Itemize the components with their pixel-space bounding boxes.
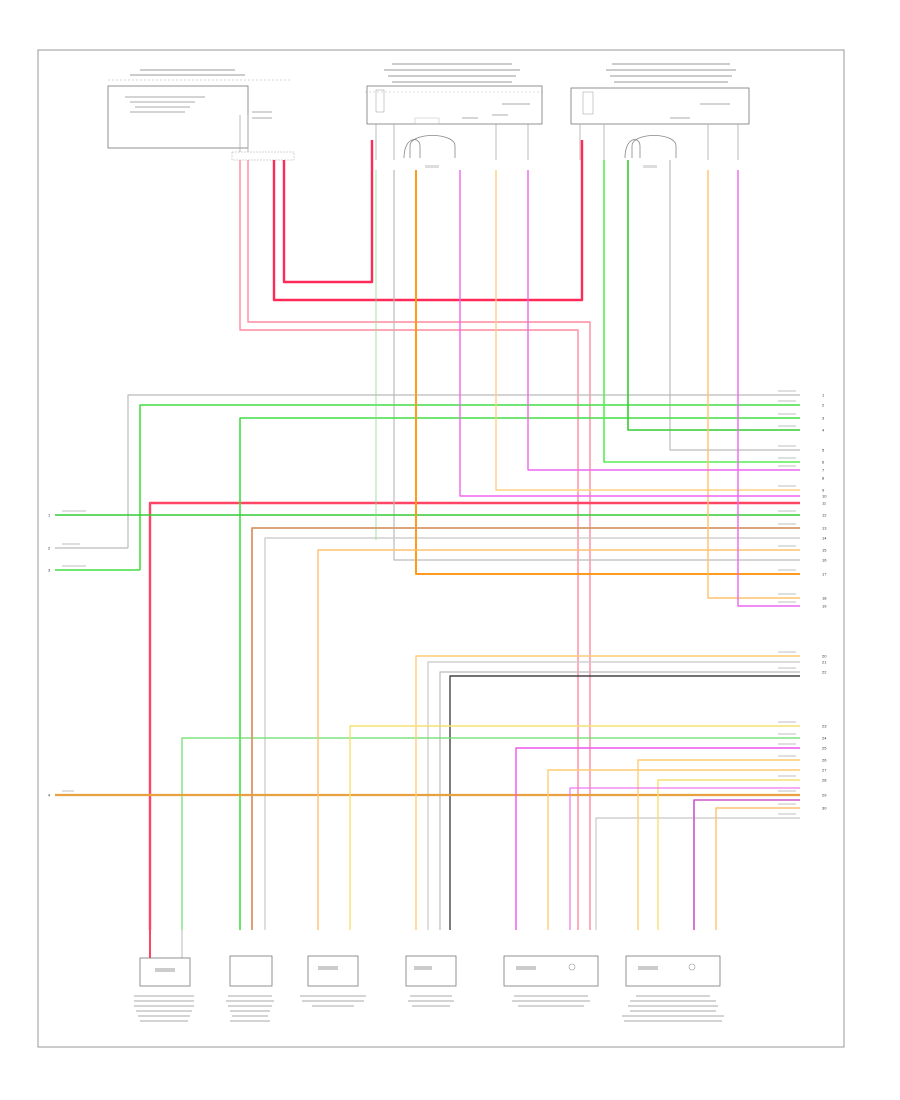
pin-number: 19	[822, 604, 827, 609]
bottom-component-2	[229, 955, 273, 987]
wire-lightorange	[495, 170, 800, 491]
pin-number: 22	[822, 670, 827, 675]
top-center-module	[365, 63, 545, 168]
component-label-3	[300, 995, 366, 1007]
pin-number: 1	[48, 513, 51, 518]
wire-lightorange	[637, 759, 800, 930]
left-wire-tags	[62, 510, 86, 792]
bottom-component-4	[405, 955, 457, 987]
pin-number: 15	[822, 548, 827, 553]
wire-lightorange	[547, 769, 800, 930]
wire-red	[239, 160, 579, 930]
pin-number: 7	[822, 468, 825, 473]
left-pin-numbers: 1 2 3 4	[48, 513, 51, 798]
pin-number: 9	[822, 488, 825, 493]
pin-number: 25	[822, 746, 827, 751]
right-wire-tags	[778, 390, 796, 815]
wire-lightorange	[707, 170, 800, 599]
wire-gray	[127, 394, 800, 548]
pin-number: 16	[822, 558, 827, 563]
pin-number: 2	[822, 403, 825, 408]
wire-magenta	[527, 170, 800, 471]
pin-number: 11	[822, 501, 827, 506]
wire-gray	[439, 671, 800, 930]
wire-red	[282, 140, 374, 284]
component-label-1	[134, 995, 194, 1022]
wire-magenta	[515, 747, 800, 930]
top-left-module	[107, 69, 290, 149]
pin-number: 26	[822, 758, 827, 763]
wire-yellow	[657, 779, 800, 930]
wire-gray	[393, 170, 800, 561]
component-label-2	[226, 995, 274, 1022]
wire-magenta	[459, 170, 800, 497]
pin-number: 24	[822, 736, 827, 741]
pin-number: 10	[822, 494, 827, 499]
wire-orange	[415, 170, 800, 575]
pin-number: 3	[48, 568, 51, 573]
wire-gray	[264, 537, 800, 930]
wire-green	[181, 737, 800, 930]
pin-number: 1	[822, 393, 825, 398]
pin-number: 30	[822, 806, 827, 811]
wire-magenta	[569, 787, 800, 930]
top-right-module	[570, 63, 750, 168]
wire-gray	[427, 661, 800, 930]
pin-number: 17	[822, 572, 827, 577]
pin-number: 4	[48, 793, 51, 798]
wire-magenta	[737, 170, 800, 607]
diagram-frame	[37, 49, 845, 1048]
wire-gray	[595, 817, 800, 930]
wire-lightorange	[317, 549, 800, 930]
component-label-4	[408, 995, 454, 1007]
right-pin-numbers: 1234567891011121314151617181920212223242…	[822, 393, 827, 811]
bottom-component-1	[139, 930, 191, 987]
pin-number: 4	[822, 428, 825, 433]
bottom-component-3	[307, 955, 359, 987]
wire-black	[449, 675, 800, 930]
pin-number: 8	[822, 476, 825, 481]
wire-lightorange	[715, 807, 800, 930]
pin-number: 2	[48, 546, 51, 551]
pin-number: 5	[822, 448, 825, 453]
pin-number: 29	[822, 793, 827, 798]
pin-number: 20	[822, 654, 827, 659]
wire-magenta	[693, 799, 800, 930]
pin-number: 23	[822, 724, 827, 729]
pin-number: 14	[822, 536, 827, 541]
wire-green	[627, 160, 800, 431]
wire-red	[272, 140, 584, 302]
pin-number: 27	[822, 768, 827, 773]
wire-lightorange	[415, 655, 800, 930]
component-label-6	[622, 995, 724, 1022]
pin-number: 3	[822, 416, 825, 421]
wire-red	[247, 160, 591, 930]
component-label-5	[512, 995, 590, 1007]
wire-group	[55, 124, 800, 930]
pin-number: 12	[822, 513, 827, 518]
wire-green	[239, 417, 800, 930]
wire-yellow	[349, 725, 800, 930]
wire-orange	[251, 527, 800, 930]
wire-green	[603, 160, 800, 463]
wire-red	[148, 501, 800, 930]
pin-number: 21	[822, 660, 827, 665]
top-left-connector	[231, 111, 295, 161]
bottom-component-6	[625, 955, 721, 987]
bottom-component-5	[503, 955, 599, 987]
pin-number: 28	[822, 778, 827, 783]
pin-number: 18	[822, 596, 827, 601]
pin-number: 6	[822, 460, 825, 465]
pin-number: 13	[822, 526, 827, 531]
wire-gray	[669, 160, 800, 451]
